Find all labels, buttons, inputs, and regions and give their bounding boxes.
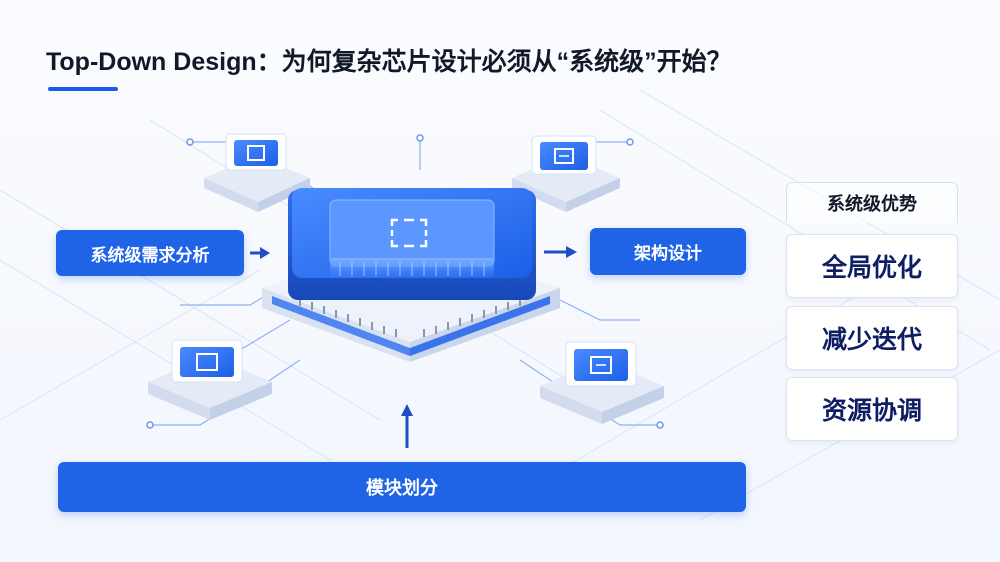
- requirements-analysis-box: 系统级需求分析: [56, 230, 244, 276]
- arrow-right-icon: [250, 247, 270, 259]
- chip-glyph-icon: [390, 218, 428, 248]
- advantage-global-optimization: 全局优化: [786, 234, 958, 298]
- architecture-design-box: 架构设计: [590, 228, 746, 275]
- arrow-right-icon: [544, 246, 577, 258]
- advantage-resource-coordination: 资源协调: [786, 377, 958, 441]
- trace-endpoints: [146, 134, 664, 429]
- module-partition-box: 模块划分: [58, 462, 746, 512]
- advantages-header: 系统级优势: [786, 182, 958, 223]
- arrow-up-icon: [401, 404, 413, 448]
- advantage-fewer-iterations: 减少迭代: [786, 306, 958, 370]
- title-underline: [48, 87, 118, 91]
- module-bottom-left: [148, 339, 272, 420]
- chip-pins: [299, 298, 521, 337]
- page-title: Top-Down Design：为何复杂芯片设计必须从“系统级”开始？: [46, 48, 732, 76]
- central-chip: [262, 188, 560, 362]
- module-top-right: [512, 135, 620, 212]
- module-bottom-right: [540, 341, 664, 424]
- module-top-left: [204, 133, 310, 212]
